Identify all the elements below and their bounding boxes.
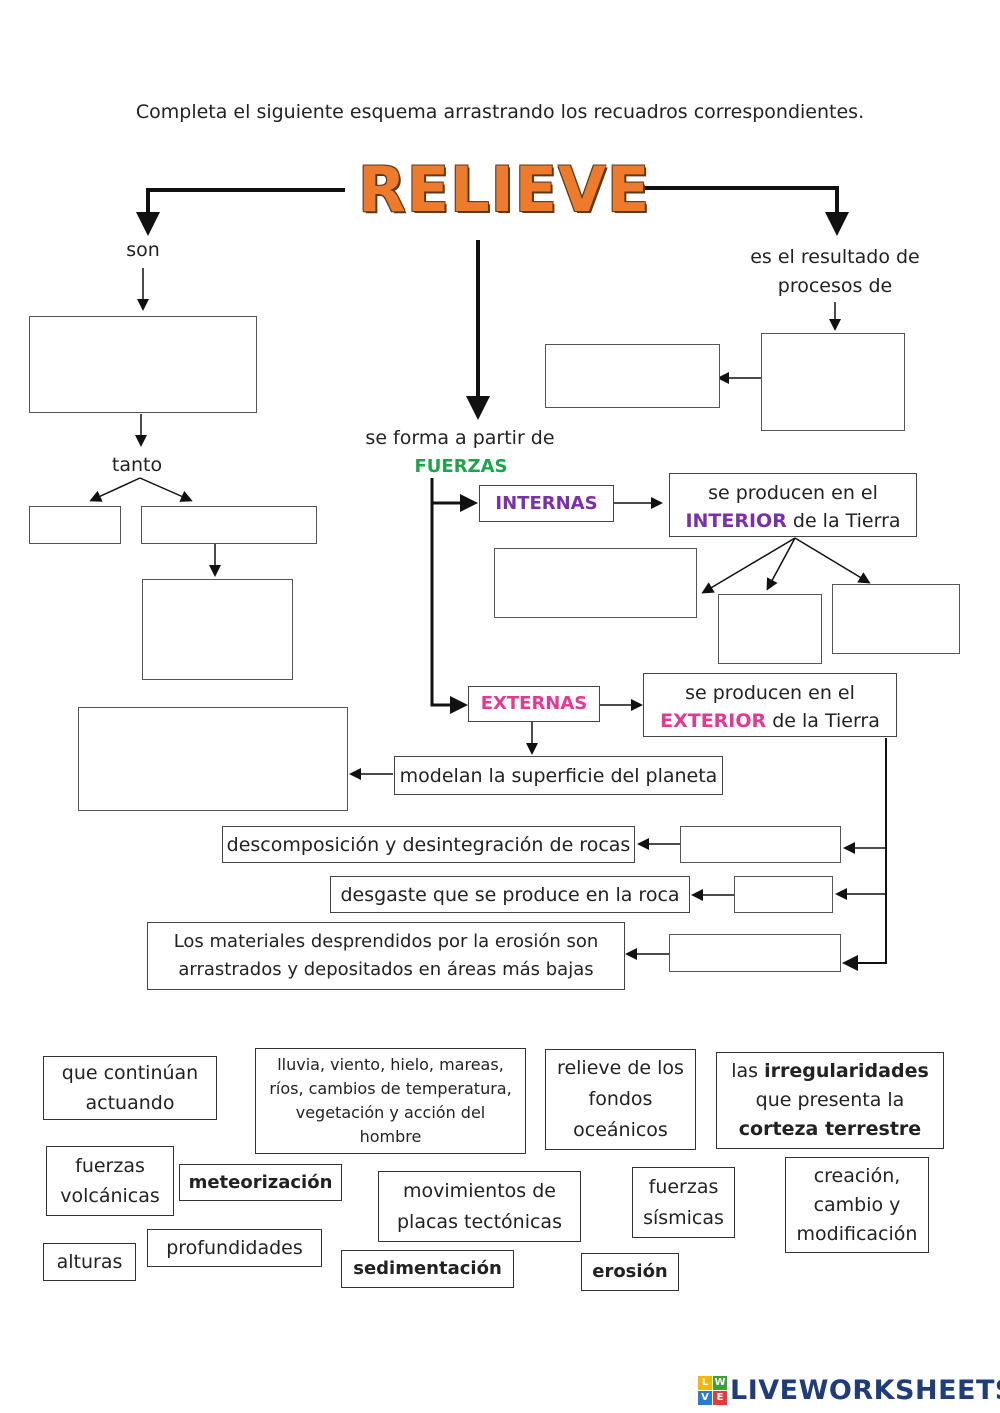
drop-zone-creacion[interactable] (761, 333, 905, 431)
card-text-line: vegetación y acción del (295, 1103, 486, 1122)
card-text-line: que continúan (61, 1062, 199, 1084)
logo-tile: L (698, 1376, 712, 1390)
card-text-line: cambio y (813, 1193, 901, 1216)
exterior-desc-line2: EXTERIOR de la Tierra (644, 707, 896, 735)
card-text-line: hombre (359, 1127, 422, 1146)
card-text-line: fuerzas (648, 1175, 719, 1198)
drop-zone-volcanicas[interactable] (832, 584, 960, 654)
exterior-description-box: se producen en el EXTERIOR de la Tierra (643, 673, 897, 737)
exterior-desc-line1: se producen en el (685, 682, 855, 704)
card-lluvia-viento[interactable]: lluvia, viento, hielo, mareas, ríos, cam… (255, 1048, 526, 1154)
drop-zone-sedimentacion[interactable] (669, 934, 841, 972)
drop-zone-erosion[interactable] (734, 876, 833, 913)
interior-desc-line2: INTERIOR de la Tierra (670, 507, 916, 535)
drop-zone-meteorizacion[interactable] (680, 826, 841, 863)
card-que-continuan[interactable]: que continúan actuando (43, 1056, 217, 1120)
card-text-line: ríos, cambios de temperatura, (269, 1079, 512, 1098)
card-profundidades[interactable]: profundidades (147, 1229, 322, 1267)
card-text-line: modificación (796, 1222, 918, 1245)
drop-zone-agentes[interactable] (78, 707, 348, 811)
drop-zone-alturas[interactable] (29, 506, 121, 544)
materiales-box: Los materiales desprendidos por la erosi… (147, 922, 625, 990)
card-text-line: corteza terrestre (739, 1115, 921, 1144)
card-text-line: placas tectónicas (397, 1210, 562, 1233)
label-es-resultado: es el resultado de (750, 246, 920, 268)
card-text-line: movimientos de (403, 1179, 556, 1202)
card-text-line: que presenta la (755, 1089, 905, 1111)
materiales-line2: arrastrados y depositados en áreas más b… (178, 959, 594, 980)
label-tanto: tanto (111, 454, 163, 476)
card-text-pre: las (731, 1060, 765, 1082)
drop-zone-movimientos[interactable] (494, 548, 697, 618)
card-text-line: fuerzas (75, 1155, 145, 1177)
exterior-desc-rest: de la Tierra (766, 710, 880, 732)
card-irregularidades[interactable]: las irregularidades que presenta la cort… (716, 1052, 944, 1149)
logo-tile: V (698, 1391, 712, 1405)
card-erosion[interactable]: erosión (581, 1253, 679, 1291)
logo-tile: W (713, 1376, 727, 1390)
materiales-line1: Los materiales desprendidos por la erosi… (173, 931, 599, 952)
instruction-text: Completa el siguiente esquema arrastrand… (135, 101, 865, 123)
label-se-forma: se forma a partir de (365, 427, 555, 449)
card-text-line: sísmicas (643, 1206, 724, 1229)
card-movimientos-placas[interactable]: movimientos de placas tectónicas (378, 1171, 581, 1242)
interior-desc-rest: de la Tierra (786, 510, 901, 532)
card-text-line: lluvia, viento, hielo, mareas, (277, 1055, 504, 1074)
card-creacion-cambio[interactable]: creación, cambio y modificación (785, 1157, 929, 1253)
card-fuerzas-volcanicas[interactable]: fuerzas volcánicas (46, 1146, 174, 1216)
label-fuerzas: FUERZAS (414, 456, 508, 477)
card-text-line: fondos (588, 1088, 653, 1110)
card-meteorizacion[interactable]: meteorización (179, 1164, 342, 1201)
card-fuerzas-sismicas[interactable]: fuerzas sísmicas (632, 1167, 735, 1238)
descomposicion-box: descomposición y desintegración de rocas (222, 826, 635, 863)
label-procesos-de: procesos de (777, 275, 893, 297)
drop-zone-definicion[interactable] (29, 316, 257, 413)
drop-zone-profundidades[interactable] (141, 506, 317, 544)
externas-box: EXTERNAS (468, 686, 600, 722)
card-text-line: las irregularidades (731, 1057, 929, 1086)
internas-box: INTERNAS (479, 485, 614, 522)
label-son: son (126, 239, 160, 261)
page-title: RELIEVE (358, 153, 651, 226)
interior-highlight: INTERIOR (685, 510, 787, 532)
drop-zone-sismicas[interactable] (718, 594, 822, 664)
card-text-bold: irregularidades (764, 1060, 929, 1082)
card-relieve-fondos[interactable]: relieve de los fondos oceánicos (545, 1049, 696, 1150)
card-text-line: relieve de los (557, 1057, 684, 1079)
drop-zone-continuan[interactable] (545, 344, 720, 408)
modelan-box: modelan la superficie del planeta (394, 756, 723, 795)
drop-zone-fondos[interactable] (142, 579, 293, 680)
card-text-line: volcánicas (60, 1185, 160, 1207)
card-text-line: actuando (85, 1092, 175, 1114)
desgaste-box: desgaste que se produce en la roca (330, 876, 690, 913)
liveworksheets-brand-text: LIVEWORKSHEETS (730, 1375, 1000, 1406)
card-text-line: creación, (813, 1164, 901, 1187)
liveworksheets-logo-icon: L W V E (698, 1376, 728, 1406)
card-alturas[interactable]: alturas (43, 1243, 136, 1281)
logo-tile: E (713, 1391, 727, 1405)
interior-desc-line1: se producen en el (708, 482, 878, 504)
card-text-line: oceánicos (573, 1119, 668, 1141)
interior-description-box: se producen en el INTERIOR de la Tierra (669, 473, 917, 537)
exterior-highlight: EXTERIOR (660, 710, 767, 732)
card-sedimentacion[interactable]: sedimentación (341, 1250, 514, 1288)
card-text-bold: corteza terrestre (738, 1118, 922, 1140)
